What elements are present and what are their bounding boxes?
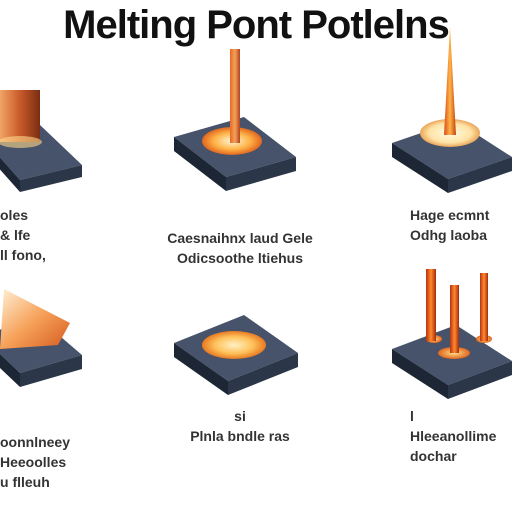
rod-on-glowing-plate-icon: [174, 49, 296, 191]
item-molten-pool: [170, 305, 310, 400]
item-flame-spike: [390, 25, 512, 195]
page-title: Melting Pont Potlelns: [63, 3, 450, 47]
item-copper-block: [0, 80, 100, 200]
flame-spike-on-plate-icon: [392, 27, 512, 193]
item-wedge: [0, 285, 100, 400]
caption-item-1: oles & lfe ll fono,: [0, 207, 46, 263]
copper-block-on-plate-icon: [0, 90, 82, 192]
caption-item-2: Caesnaihnx laud Gele Odicsoothe ltiehus: [167, 230, 313, 266]
caption-item-4: oonnlneey Heeoolles u flleuh: [0, 434, 71, 490]
item-rod: [170, 45, 310, 195]
caption-item-3: Hage ecmnt Odhg laoba: [410, 207, 490, 243]
caption-item-6: l Hleeanollime dochar: [410, 408, 497, 464]
item-triple-spikes: [390, 265, 512, 400]
molten-pool-plate-icon: [174, 315, 298, 395]
triple-spike-plate-icon: [392, 269, 512, 399]
caption-item-5: si Plnla bndle ras: [190, 408, 290, 444]
wedge-on-plate-icon: [0, 289, 82, 387]
